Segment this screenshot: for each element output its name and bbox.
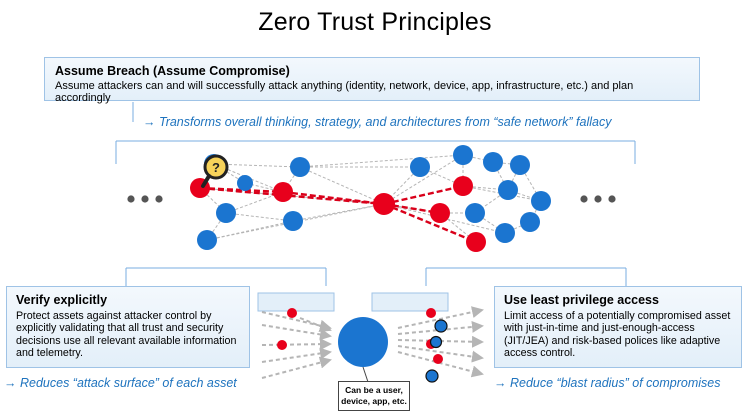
least-outcome: → Reduce “blast radius” of compromises <box>494 376 720 390</box>
verify-outcome: → Reduces “attack surface” of each asset <box>4 376 237 390</box>
least-panel-tab <box>371 292 449 312</box>
timer-icon <box>425 319 448 383</box>
arrow-right-icon: → <box>4 376 20 390</box>
ellipsis-icon <box>127 195 163 203</box>
least-description: Limit access of a potentially compromise… <box>504 310 731 360</box>
central-asset <box>338 317 388 367</box>
callout-pointer <box>362 366 369 383</box>
least-privilege-box: Use least privilege access Limit access … <box>494 286 742 368</box>
transforms-note: → Transforms overall thinking, strategy,… <box>143 115 611 129</box>
assume-breach-box: Assume Breach (Assume Compromise) Assume… <box>44 57 700 104</box>
arrow-right-icon: → <box>143 115 159 129</box>
asset-callout: Can be a user, device, app, etc. <box>338 381 410 411</box>
transforms-text: Transforms overall thinking, strategy, a… <box>158 115 612 129</box>
network-nodes-red <box>190 176 486 252</box>
verify-heading: Verify explicitly <box>16 293 108 307</box>
assume-breach-description: Assume attackers can and will successful… <box>55 80 634 104</box>
verify-arrows <box>261 311 332 379</box>
verify-description: Protect assets against attacker control … <box>16 310 237 360</box>
least-outcome-text: Reduce “blast radius” of compromises <box>509 376 721 390</box>
verify-explicitly-box: Verify explicitly Protect assets against… <box>6 286 250 368</box>
verify-panel-tab <box>257 292 335 312</box>
lower-brackets <box>125 267 627 286</box>
verify-outcome-text: Reduces “attack surface” of each asset <box>19 376 237 390</box>
assume-breach-heading: Assume Breach (Assume Compromise) <box>55 64 290 78</box>
magnifier-question-icon: ? <box>201 154 229 188</box>
verify-threat-nodes <box>277 308 297 350</box>
ellipsis-icon-right <box>580 195 616 203</box>
svg-text:?: ? <box>212 160 220 175</box>
top-bracket <box>115 102 636 164</box>
diagram-title: Zero Trust Principles <box>258 8 492 36</box>
least-red-nodes <box>426 308 443 364</box>
least-heading: Use least privilege access <box>504 293 659 307</box>
arrow-right-icon: → <box>494 376 510 390</box>
